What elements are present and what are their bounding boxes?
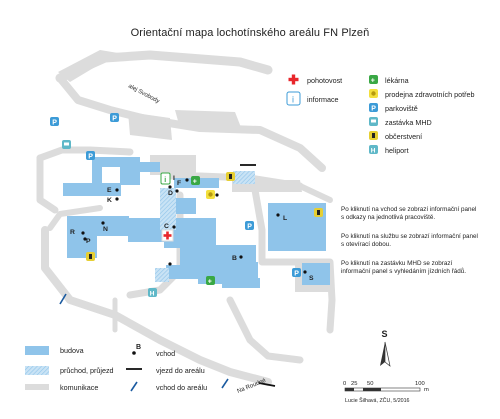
scale-bar bbox=[344, 387, 421, 392]
road-network bbox=[36, 50, 336, 386]
north-label: S bbox=[382, 329, 388, 339]
heliport-icon-map bbox=[148, 288, 157, 297]
map-icons: P P P P P H + + i bbox=[50, 113, 323, 298]
svg-text:P: P bbox=[52, 120, 57, 127]
svg-text:P: P bbox=[294, 271, 299, 278]
entrance-i: I bbox=[173, 175, 175, 182]
note-sluzba: Po kliknutí na službu se zobrazí informa… bbox=[341, 233, 478, 248]
entrance-dots bbox=[81, 178, 307, 274]
svg-text:P: P bbox=[88, 154, 93, 161]
budova-swatch bbox=[25, 346, 49, 355]
note-zastavka: Po kliknutí na zastávku MHD se zobrazí i… bbox=[341, 260, 466, 275]
info-icon-map bbox=[160, 172, 171, 185]
svg-text:0: 0 bbox=[343, 381, 346, 387]
legend-pohotovost: pohotovost bbox=[307, 76, 343, 85]
parking-icon-1 bbox=[110, 113, 119, 122]
entrance-letters: E K F D N C R P L B S I bbox=[70, 175, 314, 282]
entrance-e: E bbox=[107, 187, 112, 194]
legend-informace: informace bbox=[307, 95, 339, 104]
svg-text:25: 25 bbox=[351, 381, 357, 387]
entrance-l: L bbox=[283, 215, 287, 222]
komunikace-swatch bbox=[25, 384, 49, 390]
entrance-d: D bbox=[168, 190, 173, 197]
pruchod-swatch bbox=[25, 366, 49, 375]
lekarna-icon bbox=[369, 75, 378, 84]
heliport-icon bbox=[369, 145, 378, 154]
entrance-r: R bbox=[70, 229, 75, 236]
legend-heliport: heliport bbox=[385, 146, 409, 155]
legend-zastavka: zastávka MHD bbox=[385, 118, 432, 127]
legend-vchod: vchod bbox=[156, 349, 176, 358]
vehicle-entrances bbox=[240, 164, 276, 387]
svg-text:H: H bbox=[150, 291, 155, 298]
vchod-areal-line bbox=[130, 381, 138, 392]
legend-budova: budova bbox=[60, 346, 84, 355]
note-vchod: Po kliknutí na vchod se zobrazí informač… bbox=[341, 206, 477, 221]
map-credit: Lucie Šilhavá, ZČU, 5/2016 bbox=[345, 397, 410, 404]
pharmacy-icon-1 bbox=[191, 176, 200, 185]
svg-text:+: + bbox=[208, 279, 212, 286]
parking-icon-2 bbox=[86, 151, 95, 160]
area-entrances bbox=[59, 293, 229, 389]
svg-text:P: P bbox=[112, 116, 117, 123]
legend-komunikace: komunikace bbox=[60, 383, 99, 392]
legend-vjezd: vjezd do areálu bbox=[156, 366, 205, 375]
legend-lekarna: lékárna bbox=[385, 76, 409, 85]
svg-text:P: P bbox=[247, 224, 252, 231]
parkoviste-icon bbox=[369, 103, 378, 112]
legend-obcerstveni: občerstvení bbox=[385, 132, 423, 141]
svg-text:H: H bbox=[371, 148, 376, 155]
scale-ticks: 0 25 50 100 m bbox=[343, 381, 429, 393]
entrance-k: K bbox=[107, 197, 112, 204]
svg-text:+: + bbox=[193, 179, 197, 186]
legend-pruchod: průchod, průjezd bbox=[60, 366, 114, 375]
pharmacy-icon-2 bbox=[206, 276, 215, 285]
parking-icon-4 bbox=[245, 221, 254, 230]
svg-text:+: + bbox=[371, 78, 375, 85]
entrance-b: B bbox=[232, 255, 237, 262]
entrance-s: S bbox=[309, 275, 314, 282]
legend-top-icons: i + P H bbox=[286, 73, 378, 155]
street-alej-svobody: alej Svobody bbox=[127, 83, 160, 104]
svg-text:B: B bbox=[136, 344, 141, 351]
svg-text:i: i bbox=[292, 95, 294, 105]
svg-text:P: P bbox=[371, 106, 376, 113]
parking-icon-3 bbox=[50, 117, 59, 126]
legend-prodejna: prodejna zdravotních potřeb bbox=[385, 90, 475, 99]
legend-vchod-areal: vchod do areálu bbox=[156, 383, 208, 392]
entrance-n: N bbox=[103, 226, 108, 233]
entrance-c: C bbox=[164, 223, 169, 230]
svg-text:50: 50 bbox=[367, 381, 373, 387]
svg-text:m: m bbox=[424, 387, 429, 393]
passages bbox=[155, 171, 255, 282]
vchod-dot bbox=[132, 351, 136, 355]
north-arrow bbox=[380, 341, 391, 367]
svg-text:100: 100 bbox=[415, 381, 425, 387]
svg-text:i: i bbox=[164, 177, 166, 184]
parking-icon-5 bbox=[292, 268, 301, 277]
legend-parkoviste: parkoviště bbox=[385, 104, 418, 113]
entrance-p: P bbox=[86, 238, 91, 245]
informace-icon bbox=[286, 91, 301, 106]
legend-bottom-swatches: B bbox=[25, 344, 142, 392]
entrance-f: F bbox=[177, 180, 181, 187]
map-title: Orientační mapa lochotínského areálu FN … bbox=[130, 27, 370, 39]
